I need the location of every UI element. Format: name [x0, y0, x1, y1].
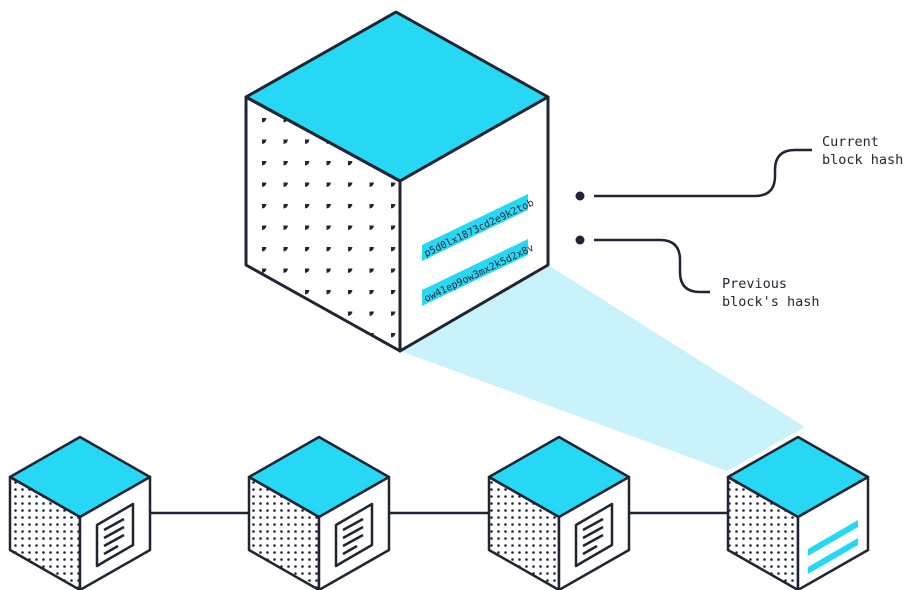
chain-block-3-left	[487, 475, 561, 590]
chain-block-2-left	[247, 475, 321, 590]
previous-hash-label: Previous block's hash	[722, 275, 820, 311]
hash-lines-icon	[808, 520, 858, 574]
previous-hash-label-line1: Previous	[722, 276, 788, 292]
chain-block-3	[487, 435, 631, 590]
current-hash-label-line2: block hash	[822, 152, 904, 168]
previous-hash-label-line2: block's hash	[722, 294, 820, 310]
previous-hash-highlight	[422, 239, 528, 306]
chain-block-1-left	[8, 475, 82, 590]
document-icon	[334, 502, 374, 568]
chain-block-1	[8, 435, 152, 590]
current-hash-label-line1: Current	[822, 134, 879, 150]
document-icon	[574, 502, 614, 568]
current-hash-callout	[575, 148, 812, 201]
chain-block-4-left	[726, 475, 800, 590]
document-icon	[95, 502, 135, 568]
previous-hash-callout	[575, 235, 710, 294]
current-hash-bullet	[575, 191, 585, 201]
previous-hash-bullet	[575, 235, 585, 245]
current-hash-highlight	[422, 194, 528, 261]
chain-block-4	[726, 435, 870, 590]
chain-block-2	[247, 435, 391, 590]
zoom-beam	[400, 265, 805, 471]
chain-block-4-right	[796, 475, 870, 590]
current-hash-label: Current block hash	[822, 133, 903, 169]
